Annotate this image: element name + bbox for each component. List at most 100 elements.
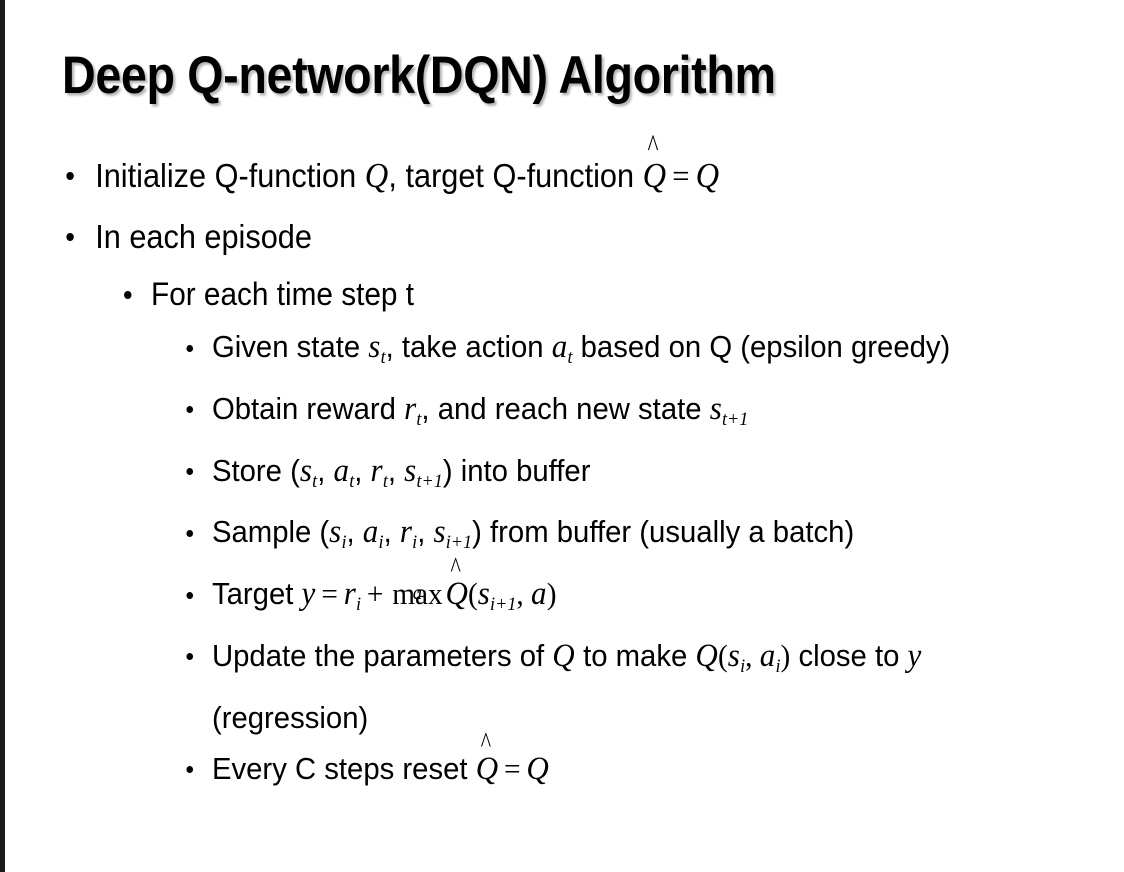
- math-var-y: y: [907, 637, 922, 674]
- store-suffix: ) into buffer: [442, 452, 591, 488]
- given-state-suffix: based on Q (epsilon greedy): [572, 329, 951, 364]
- math-var-q: Q: [552, 637, 575, 674]
- math-sub-t3: t: [382, 470, 388, 492]
- bullet-dot-icon: [186, 472, 193, 476]
- math-var-q2: Q: [695, 156, 720, 195]
- math-sub-t2: t: [349, 470, 355, 492]
- math-sub-i: i: [356, 593, 362, 615]
- math-sub-t: t: [380, 346, 386, 368]
- math-var-a: a: [759, 637, 776, 674]
- math-equals: =: [503, 750, 521, 786]
- math-q-hat: ^Q: [475, 728, 499, 795]
- given-state-middle: , take action: [385, 329, 552, 364]
- sample-sep3: ,: [417, 514, 434, 550]
- store-sep2: ,: [354, 452, 371, 488]
- math-sub-i3: i: [412, 532, 418, 554]
- math-var-a: a: [551, 329, 568, 365]
- bullet-sample-text: Sample (si, ai, ri, si+1) from buffer (u…: [212, 506, 1043, 568]
- math-paren-open: (: [467, 576, 478, 612]
- update-prefix: Update the parameters of: [211, 637, 553, 673]
- math-var-r: r: [343, 576, 357, 613]
- bullet-dot-icon: [186, 657, 193, 661]
- bullet-update: Update the parameters of Q to make Q(si,…: [5, 630, 1067, 743]
- bullet-dot-icon: [124, 295, 131, 299]
- math-sub-t: t: [312, 470, 318, 492]
- math-var-y: y: [301, 576, 316, 613]
- store-sep3: ,: [387, 452, 405, 488]
- math-equals: =: [672, 159, 690, 195]
- math-q-hat-base: Q: [445, 576, 468, 613]
- math-comma: ,: [745, 637, 760, 673]
- math-var-a: a: [531, 576, 547, 613]
- bullet-list: Initialize Q-function Q, target Q-functi…: [5, 130, 1124, 795]
- update-suffix: close to: [790, 637, 908, 673]
- initialize-prefix: Initialize Q-function: [95, 157, 365, 194]
- bullet-given-state-text: Given state st, take action at based on …: [212, 321, 1043, 383]
- math-var-s: s: [368, 329, 381, 365]
- bullet-dot-icon: [186, 770, 193, 774]
- math-paren-close: ): [780, 637, 791, 673]
- bullet-every-c-steps-text: Every C steps reset ^Q=Q: [211, 728, 1043, 795]
- math-var-q: Q: [364, 156, 389, 195]
- math-var-a: a: [362, 514, 379, 551]
- math-sub-t-plus-1: t+1: [416, 470, 443, 492]
- bullet-store-text: Store (st, at, rt, st+1) into buffer: [212, 445, 1043, 507]
- bullet-for-each-time-step-text: For each time step t: [151, 276, 414, 312]
- bullet-in-each-episode: In each episode: [5, 207, 1050, 267]
- math-var-a: a: [333, 452, 350, 489]
- sample-sep2: ,: [383, 514, 400, 550]
- bullet-every-c-steps: Every C steps reset ^Q=Q: [5, 728, 1067, 795]
- page-title: Deep Q-network(DQN) Algorithm: [62, 46, 776, 105]
- bullet-initialize: Initialize Q-function Q, target Q-functi…: [5, 130, 1050, 207]
- math-var-r: r: [399, 514, 413, 551]
- store-sep1: ,: [317, 452, 334, 488]
- math-var-q: Q: [526, 750, 549, 787]
- math-q-hat-base: Q: [642, 156, 667, 195]
- math-var-q2: Q: [695, 637, 719, 674]
- math-var-s2: s: [404, 452, 417, 489]
- math-sub-i-plus-1: i+1: [490, 593, 517, 615]
- bullet-dot-icon: [66, 237, 73, 241]
- store-prefix: Store (: [211, 452, 300, 488]
- sample-sep1: ,: [346, 514, 363, 550]
- math-sub-i2: i: [378, 532, 384, 554]
- bullet-dot-icon: [186, 595, 193, 599]
- bullet-for-each-time-step: For each time step t: [5, 267, 1050, 321]
- obtain-reward-prefix: Obtain reward: [211, 390, 405, 426]
- math-equals: =: [321, 576, 338, 612]
- math-max-limit: a: [412, 582, 423, 605]
- math-var-s: s: [299, 452, 313, 489]
- given-state-prefix: Given state: [211, 329, 369, 364]
- obtain-reward-middle: , and reach new state: [421, 390, 710, 426]
- math-sub-i2: i: [775, 655, 781, 677]
- math-q-hat-base: Q: [475, 750, 499, 787]
- math-var-s: s: [709, 390, 722, 427]
- target-prefix: Target: [211, 576, 302, 612]
- bullet-obtain-reward: Obtain reward rt, and reach new state st…: [5, 383, 1067, 445]
- math-sub-t-plus-1: t+1: [721, 408, 749, 430]
- every-c-prefix: Every C steps reset: [211, 750, 476, 786]
- math-q-hat: ^Q: [445, 554, 468, 620]
- bullet-dot-icon: [66, 176, 73, 180]
- bullet-obtain-reward-text: Obtain reward rt, and reach new state st…: [212, 383, 1043, 445]
- math-sub-i: i: [341, 532, 347, 554]
- math-sub-t: t: [416, 408, 422, 430]
- initialize-middle: , target Q-function: [388, 157, 643, 194]
- math-paren-close: ): [546, 576, 557, 612]
- bullet-dot-icon: [186, 348, 193, 352]
- math-paren-open: (: [718, 637, 728, 673]
- math-comma: ,: [516, 576, 532, 612]
- bullet-dot-icon: [186, 410, 193, 414]
- circumflex-accent-icon: ^: [450, 552, 461, 585]
- bullet-store: Store (st, at, rt, st+1) into buffer: [5, 445, 1067, 507]
- bullet-sample: Sample (si, ai, ri, si+1) from buffer (u…: [5, 506, 1067, 568]
- math-q-hat: ^Q: [642, 130, 667, 206]
- math-sub-i: i: [740, 655, 746, 677]
- math-var-r: r: [404, 390, 417, 427]
- math-var-s: s: [477, 576, 491, 613]
- bullet-initialize-text: Initialize Q-function Q, target Q-functi…: [95, 130, 1013, 207]
- math-var-s2: s: [433, 514, 446, 551]
